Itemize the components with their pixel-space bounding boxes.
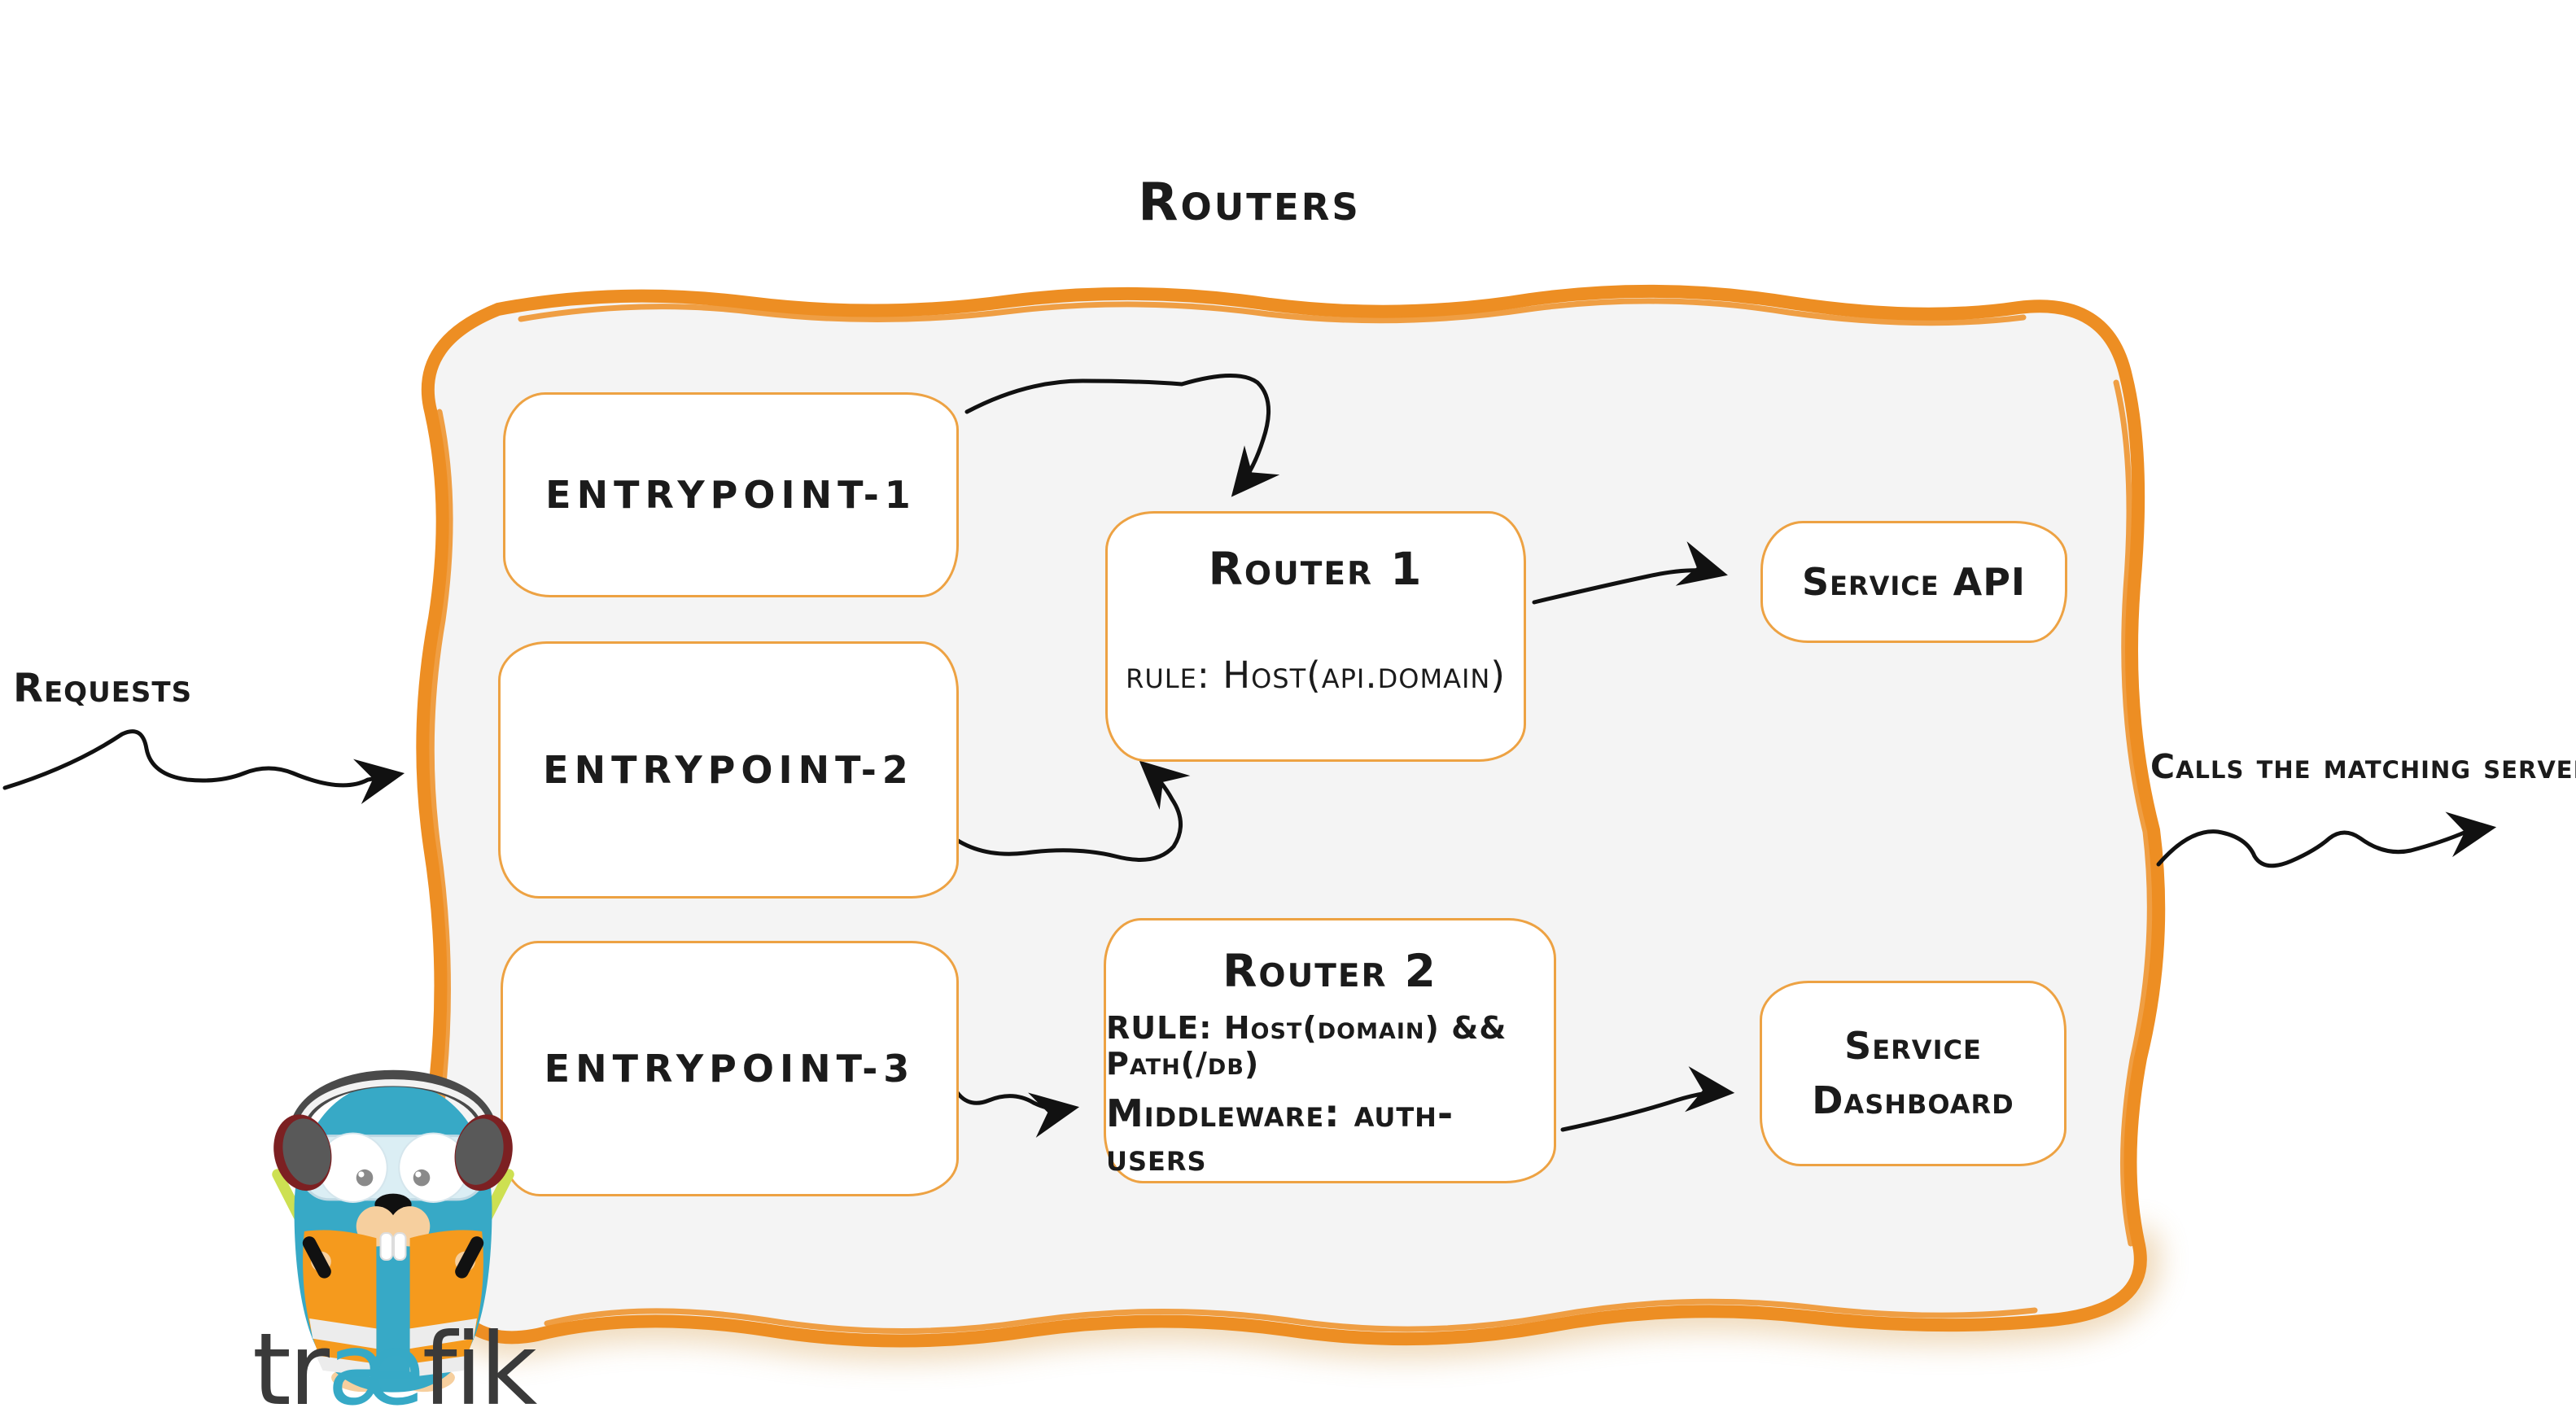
arrow-router2-servicedashboard <box>1560 1066 1735 1132</box>
router-1-title: Router 1 <box>1208 543 1424 595</box>
traefik-wordmark: træfik <box>252 1320 537 1408</box>
router-2-title: Router 2 <box>1222 945 1437 997</box>
service-api-box: Service API <box>1760 521 2067 643</box>
calls-label: Calls the matching server <box>2150 747 2576 786</box>
requests-label: Requests <box>13 666 193 711</box>
wordmark-post: fik <box>422 1312 537 1408</box>
arrow-entrypoint2-router1 <box>943 760 1191 862</box>
entrypoint-2-label: entrypoint-2 <box>543 748 914 792</box>
router-2-box: Router 2 RULE: Host(domain) && Path(/db)… <box>1104 918 1556 1183</box>
arrow-entrypoint3-router2 <box>950 1082 1080 1138</box>
entrypoint-3-label: entrypoint-3 <box>544 1047 916 1091</box>
entrypoint-1-label: entrypoint-1 <box>545 473 916 517</box>
router-1-box: Router 1 rule: Host(api.domain) <box>1105 511 1526 762</box>
wordmark-pre: tr <box>252 1312 330 1408</box>
arrow-entrypoint1-router1 <box>964 374 1280 497</box>
wordmark-ae: æ <box>327 1312 425 1408</box>
calls-arrow <box>2156 811 2497 868</box>
entrypoint-3-box: entrypoint-3 <box>501 941 959 1196</box>
entrypoint-1-box: entrypoint-1 <box>503 392 959 597</box>
traefik-gopher-icon <box>272 1069 514 1393</box>
service-dashboard-label: Service Dashboard <box>1812 1024 2014 1122</box>
service-dashboard-box: Service Dashboard <box>1760 981 2066 1166</box>
router-2-rule: RULE: Host(domain) && Path(/db) <box>1106 1010 1507 1082</box>
routers-container-outline-texture <box>428 298 2153 1334</box>
entrypoint-2-box: entrypoint-2 <box>498 641 959 899</box>
router-2-middleware: Middleware: auth-users <box>1106 1091 1454 1179</box>
diagram-title: Routers <box>1138 173 1361 233</box>
requests-arrow <box>2 729 405 805</box>
router-1-rule: rule: Host(api.domain) <box>1126 654 1506 697</box>
arrow-router1-serviceapi <box>1532 541 1728 605</box>
service-api-label: Service API <box>1801 559 2027 604</box>
